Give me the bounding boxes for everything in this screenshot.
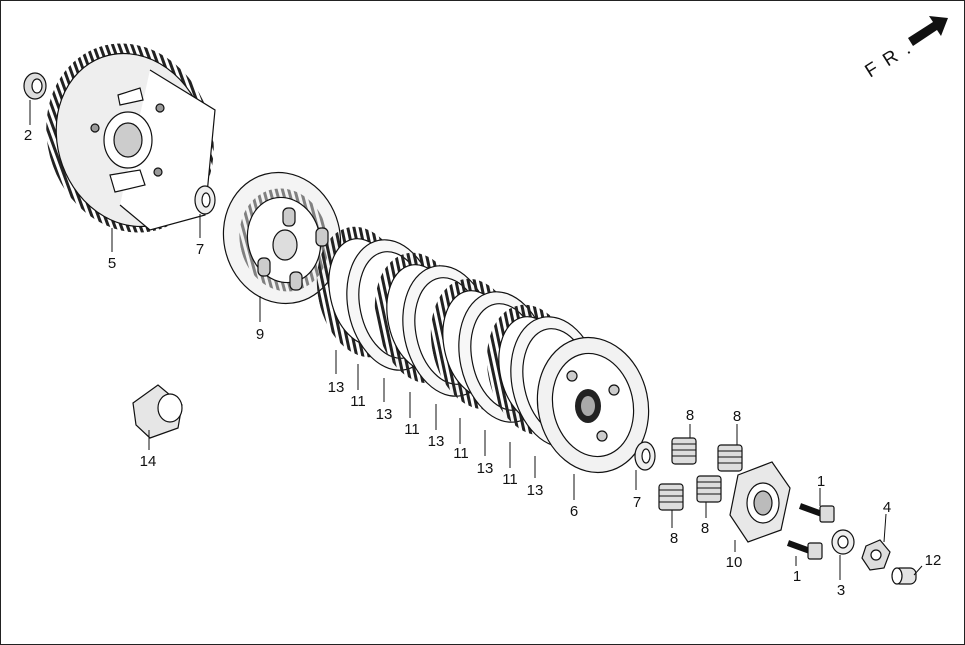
- callout-11-c: 11: [453, 445, 469, 462]
- callout-12: 12: [925, 552, 942, 569]
- bolt-upper: [798, 503, 835, 523]
- callout-8-b: 8: [733, 408, 741, 425]
- callout-8-d: 8: [701, 520, 709, 537]
- callout-7-lower: 7: [633, 494, 641, 511]
- part-1-bolts: [786, 503, 835, 560]
- front-direction-label: F R .: [862, 37, 917, 82]
- callout-4: 4: [883, 499, 891, 516]
- part-6-pressure-plate: [536, 336, 650, 474]
- callout-11-d: 11: [502, 471, 518, 488]
- part-5-clutch-outer: [46, 43, 216, 233]
- part-7-washer-lower: [634, 441, 656, 471]
- part-4-lock-washer: [861, 539, 891, 571]
- part-3-washer: [831, 529, 855, 555]
- callout-2: 2: [24, 127, 32, 144]
- callout-8-a: 8: [686, 407, 694, 424]
- spring-3: [658, 483, 684, 511]
- bolt-lower: [786, 540, 823, 560]
- callout-labels: 2 5 7 9 13 11 13 11 13 11 13 11 13 14 6 …: [24, 127, 942, 599]
- callout-11-a: 11: [350, 393, 366, 410]
- spring-4: [696, 475, 722, 503]
- callout-14: 14: [140, 453, 157, 470]
- callout-13-d: 13: [477, 460, 494, 477]
- callout-1-lower: 1: [793, 568, 801, 585]
- part-14-bushing: [132, 384, 183, 439]
- callout-5: 5: [108, 255, 116, 272]
- callout-11-b: 11: [404, 421, 420, 438]
- callout-1-upper: 1: [817, 473, 825, 490]
- callout-6: 6: [570, 503, 578, 520]
- callout-13-a: 13: [328, 379, 345, 396]
- part-10-lifter-plate: [729, 461, 791, 543]
- leader-lines: [29, 100, 923, 580]
- part-12-pin: [891, 567, 917, 585]
- callout-7-upper: 7: [196, 241, 204, 258]
- part-2-washer: [23, 72, 47, 100]
- spring-2: [717, 444, 743, 472]
- spring-1: [671, 437, 697, 465]
- callout-8-c: 8: [670, 530, 678, 547]
- callout-13-b: 13: [376, 406, 393, 423]
- front-direction-indicator: F R .: [862, 16, 948, 82]
- arrow-icon: [908, 16, 948, 46]
- callout-13-c: 13: [428, 433, 445, 450]
- part-9-clutch-center: [222, 171, 342, 305]
- part-7-washer-upper: [194, 185, 216, 215]
- callout-13-e: 13: [527, 482, 544, 499]
- callout-9: 9: [256, 326, 264, 343]
- callout-10: 10: [726, 554, 743, 571]
- part-8-springs: [658, 437, 743, 511]
- callout-3: 3: [837, 582, 845, 599]
